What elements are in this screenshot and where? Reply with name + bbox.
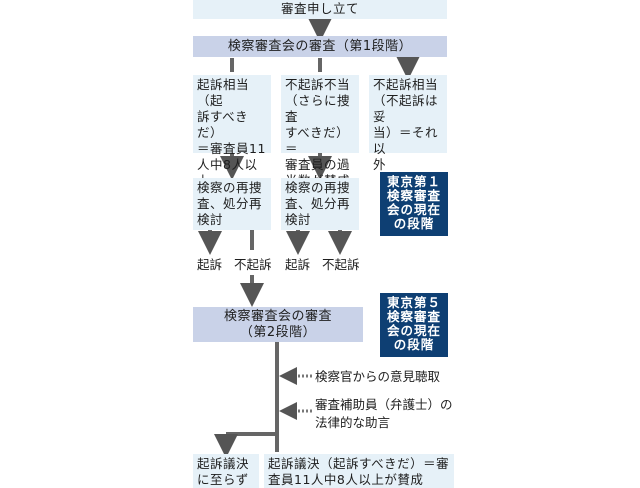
stage1-box: 検察審査会の審査（第1段階）	[193, 36, 447, 57]
outcome-fukiso-1: 不起訴	[234, 257, 272, 272]
tokyo-5-current-stage-callout: 東京第５ 検察審査 会の現在 の段階	[380, 293, 448, 357]
fukiso-soto-box: 不起訴相当 （不起訴は妥 当）＝それ以 外	[369, 75, 447, 172]
kiso-soto-box: 起訴相当（起 訴すべきだ） ＝審査員11 人中8人以上 が賛成	[193, 75, 271, 204]
tokyo-1-current-stage-callout: 東京第１ 検察審査 会の現在 の段階	[380, 172, 448, 236]
submission-box: 審査申し立て	[193, 0, 447, 19]
indictment-decision-box: 起訴議決（起訴すべきだ）＝審 査員11人中8人以上が賛成	[264, 454, 454, 488]
prosecutor-hearing-label: 検察官からの意見聴取	[315, 369, 441, 384]
fukiso-futo-box: 不起訴不当 （さらに捜査 すべきだ）＝ 審査員の過 半数が賛成	[281, 75, 359, 188]
outcome-fukiso-2: 不起訴	[322, 257, 360, 272]
stage2-box: 検察審査会の審査 （第2段階）	[193, 307, 363, 342]
no-indictment-decision-box: 起訴議決 に至らず	[193, 454, 259, 488]
legal-advice-label: 審査補助員（弁護士）の 法律的な助言	[315, 397, 453, 430]
outcome-kiso-2: 起訴	[285, 257, 311, 272]
reinvestigation-box-2: 検察の再捜 査、処分再 検討	[281, 178, 359, 230]
reinvestigation-box-1: 検察の再捜 査、処分再 検討	[193, 178, 271, 230]
outcome-kiso-1: 起訴	[197, 257, 223, 272]
